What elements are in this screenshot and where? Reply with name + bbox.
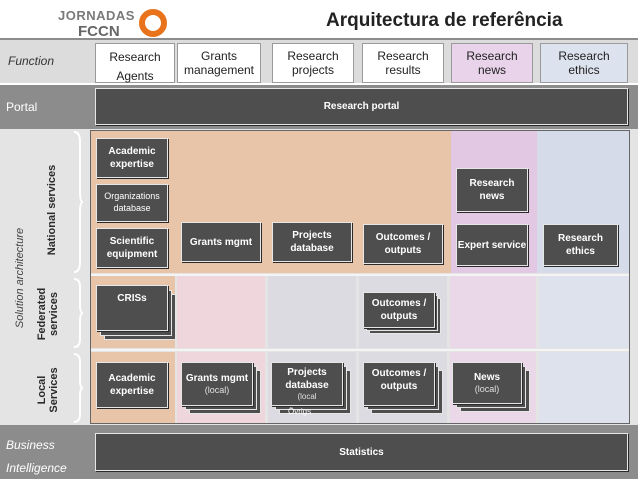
- logo-line1: JORNADAS: [58, 8, 135, 23]
- projects-local-extra-label: Övrigs: [288, 407, 312, 416]
- column-results-label: Research results: [377, 48, 429, 77]
- page-title: Arquitectura de referência: [326, 10, 563, 31]
- outcomes-outputs-national-block: Outcomes / outputs: [363, 224, 443, 264]
- projects-database-block: Projects database: [272, 222, 352, 262]
- outcomes-outputs-local-block: Outcomes / outputs: [363, 362, 435, 406]
- academic-expertise-block: Academic expertise: [96, 138, 168, 178]
- column-research-agents: Research Agents: [95, 43, 175, 83]
- local-col-6: [539, 352, 629, 423]
- solution-architecture-label: Solution architecture: [14, 227, 26, 329]
- research-portal-label: Research portal: [323, 101, 400, 112]
- grants-mgmt-local-block: Grants mgmt (local): [181, 362, 253, 406]
- local-services-label: Local Services: [36, 367, 60, 413]
- federated-col-6: [539, 276, 629, 348]
- business-intelligence-label: Business Intelligence: [6, 438, 67, 475]
- column-grants-label: Grants management: [183, 48, 255, 77]
- academic-expertise-local-block: Academic expertise: [96, 362, 168, 408]
- column-ethics-label: Research ethics: [558, 48, 610, 77]
- grid-frame: [90, 130, 630, 424]
- outcomes-outputs-federated-block: Outcomes / outputs: [363, 292, 435, 328]
- column-projects: Research projects: [272, 43, 354, 83]
- separator-national-federated: [91, 274, 629, 276]
- news-local-block: News (local): [452, 362, 522, 404]
- federated-col-5: [450, 276, 536, 348]
- expert-service-block: Expert service: [456, 224, 528, 266]
- organizations-database-block: Organizations database: [96, 184, 168, 222]
- function-label: Function: [8, 54, 55, 68]
- federated-brace-icon: [73, 278, 84, 348]
- research-ethics-block: Research ethics: [543, 224, 618, 266]
- local-brace-icon: [73, 353, 84, 423]
- federated-col-2: [177, 276, 265, 348]
- column-projects-label: Research projects: [287, 48, 339, 77]
- logo: JORNADAS FCCN: [58, 6, 168, 40]
- research-portal-block: Research portal: [95, 88, 628, 125]
- scientific-equipment-block: Scientific equipment: [96, 228, 168, 268]
- grants-mgmt-block: Grants mgmt: [181, 222, 261, 262]
- crisis-block: CRISs: [96, 285, 168, 331]
- projects-database-local-block: Projects database (local: [271, 362, 343, 406]
- header-divider: [0, 38, 638, 40]
- column-grants: Grants management: [177, 43, 261, 83]
- logo-ring-icon: [139, 9, 167, 37]
- national-services-label: National services: [46, 164, 58, 256]
- portal-label: Portal: [6, 100, 38, 114]
- research-news-block: Research news: [456, 168, 528, 212]
- statistics-block: Statistics: [95, 433, 628, 471]
- column-news-label: Research news: [466, 48, 518, 77]
- logo-line2: FCCN: [78, 23, 120, 40]
- column-ethics: Research ethics: [540, 43, 628, 83]
- column-research-agents-label: Research Agents: [109, 50, 161, 83]
- separator-federated-local: [91, 349, 629, 351]
- column-results: Research results: [362, 43, 444, 83]
- column-news: Research news: [451, 43, 533, 83]
- federated-col-3: [268, 276, 356, 348]
- federated-services-label: Federated services: [36, 287, 60, 341]
- national-brace-icon: [73, 131, 84, 273]
